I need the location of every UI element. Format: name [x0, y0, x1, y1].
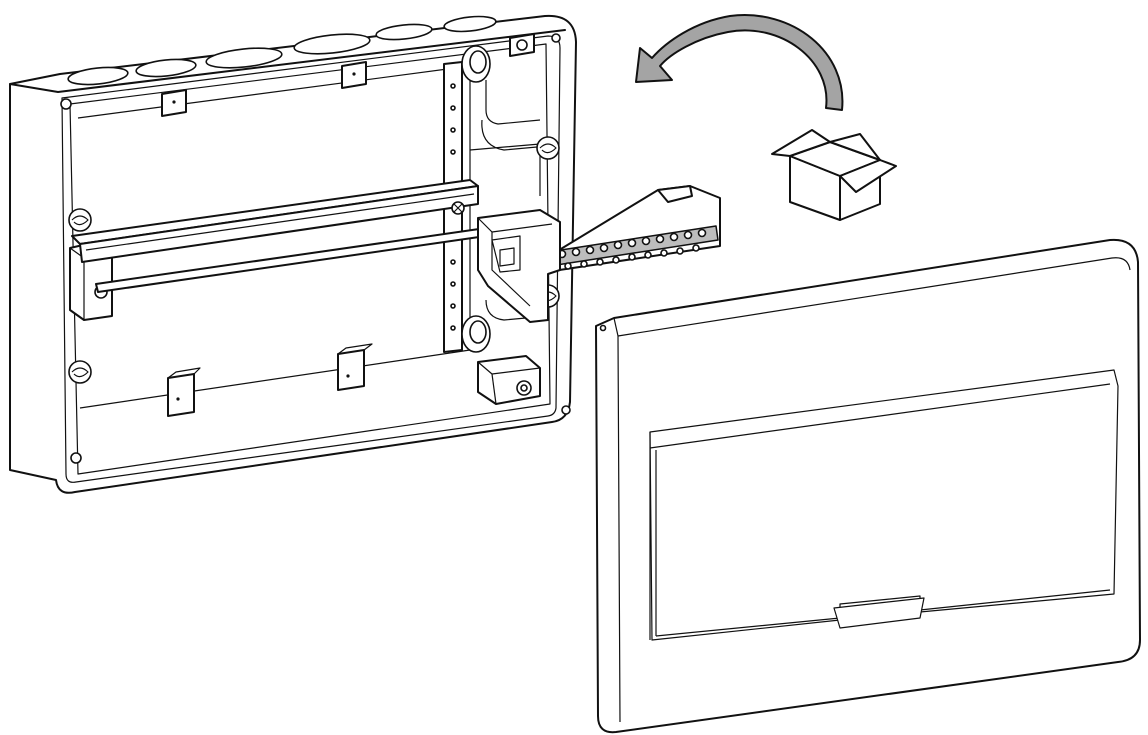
knockout-6: [443, 15, 497, 33]
front-cover-top-edge: [617, 257, 1131, 337]
front-cover-latch: [833, 597, 925, 629]
knockout-5: [375, 23, 433, 41]
mounting-boss-top-middle: [341, 61, 367, 89]
rotate-arrow: [635, 14, 844, 111]
box-icon-flap-back: [829, 133, 881, 161]
din-rail: [71, 179, 487, 293]
screw-clip-top-right: [536, 136, 560, 160]
corner-screws: [60, 33, 571, 464]
bottom-right-block: [477, 355, 541, 405]
terminal-block: [477, 185, 721, 323]
enclosure-top-edge: [9, 29, 566, 93]
knockout-1: [67, 66, 129, 86]
mounting-boss-bottom-left: [167, 367, 201, 417]
box-icon-flap-left: [771, 129, 831, 157]
enclosure-inner-rim-2: [69, 43, 551, 475]
enclosure-outer-shell: [9, 14, 577, 494]
rotate-arrow-shape: [635, 14, 844, 111]
top-right-clip: [509, 33, 535, 57]
enclosure-back-wall: [77, 65, 471, 409]
knockout-2: [135, 58, 197, 78]
screw-clip-left-lower: [68, 360, 92, 384]
mounting-boss-bottom-middle: [337, 343, 373, 391]
vertical-strip-holes: [450, 83, 456, 331]
enclosure-base: [9, 14, 577, 494]
front-cover-window-bottom: [655, 589, 1111, 637]
knockout-4: [293, 33, 371, 55]
knockout-3: [205, 47, 283, 69]
mounting-boss-top-left: [161, 89, 187, 117]
screw-clip-left-upper: [68, 208, 92, 232]
din-rail-front-face: [79, 185, 479, 263]
front-cover: [595, 238, 1141, 734]
box-icon: [771, 129, 897, 221]
terminal-bar-hook: [657, 185, 693, 203]
box-icon-flap-right: [839, 159, 897, 193]
